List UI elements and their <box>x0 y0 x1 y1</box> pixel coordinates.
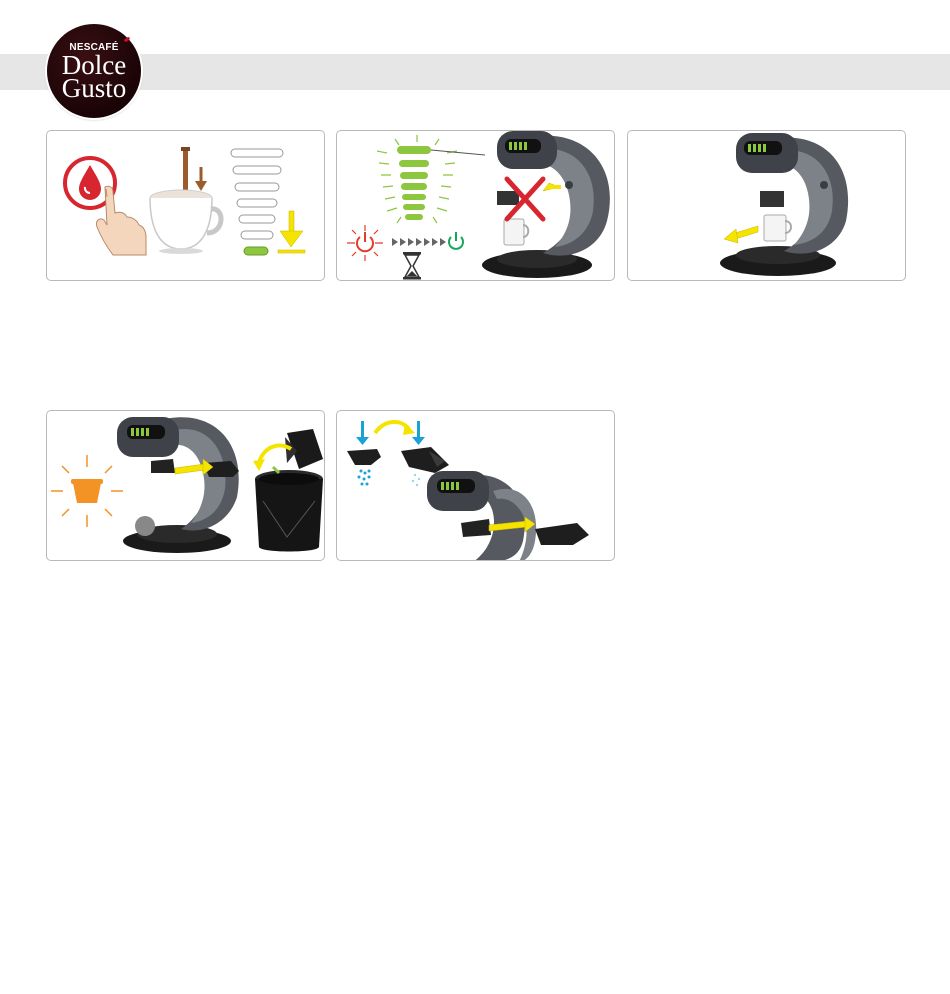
step-standby-do-not-remove <box>336 130 615 281</box>
yellow-curve-arrowhead <box>253 459 265 471</box>
yellow-right-arrow-icon <box>175 464 205 474</box>
coffee-machine-icon <box>117 417 239 553</box>
step-refill-water <box>46 130 325 281</box>
coffee-machine-icon <box>427 471 589 561</box>
cup-stirrer-icon <box>150 147 221 254</box>
logo-line2: Gusto <box>47 75 141 102</box>
yellow-down-arrow-icon <box>278 211 305 253</box>
trash-bin-icon <box>255 470 323 552</box>
step-rinse-holder-illustration <box>337 411 615 561</box>
yellow-curve-arrowhead <box>403 423 415 435</box>
dolce-gusto-logo: NESCAFÉ Dolce Gusto <box>47 24 141 118</box>
progress-arrows-icon <box>392 238 446 246</box>
step-standby-illustration <box>337 131 615 281</box>
header-band <box>0 54 950 90</box>
hourglass-icon <box>403 252 421 280</box>
water-level-indicator-icon <box>231 149 283 255</box>
coffee-machine-icon <box>482 131 610 278</box>
coffee-machine-icon <box>720 133 848 276</box>
step-empty-capsule <box>46 410 325 561</box>
yellow-arrow-shaft <box>547 185 561 189</box>
yellow-left-arrow-icon <box>724 226 758 243</box>
capsule-holder-icon <box>347 447 449 473</box>
power-green-icon <box>449 232 463 249</box>
water-drops-icon <box>358 470 421 487</box>
step-remove-cup <box>627 130 906 281</box>
step-rinse-holder <box>336 410 615 561</box>
power-red-icon <box>347 225 383 261</box>
blinking-led-bar-icon <box>377 135 485 223</box>
step-empty-capsule-illustration <box>47 411 325 561</box>
step-refill-water-illustration <box>47 131 325 281</box>
capsule-warning-icon <box>51 455 123 527</box>
step-remove-cup-illustration <box>628 131 906 281</box>
